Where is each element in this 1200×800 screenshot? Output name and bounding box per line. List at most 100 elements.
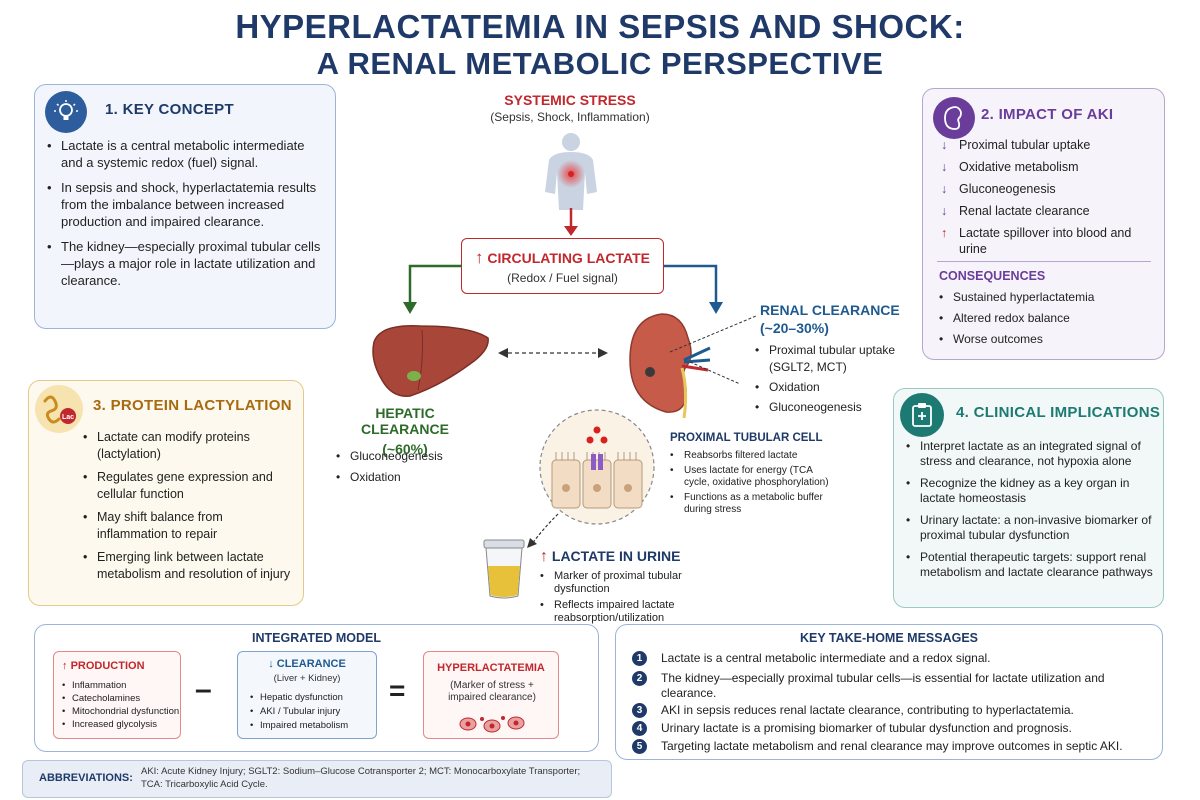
hyperlactatemia-heading: HYPERLACTATEMIA (437, 662, 545, 674)
arrow-down-to-circulating (564, 208, 578, 236)
aki-impact-panel: 2. IMPACT OF AKI ↓ Proximal tubular uptak… (922, 88, 1165, 360)
production-box: ↑ PRODUCTION Inflammation Catecholamines… (53, 651, 181, 739)
urine-heading: LACTATE IN URINE (551, 548, 681, 564)
key-concept-bullet-1: Lactate is a central metabolic intermedi… (47, 137, 327, 171)
clearance-item-1: Hepatic dysfunction (250, 692, 374, 703)
aki-divider (937, 261, 1151, 262)
protein-heading: 3. PROTEIN LACTYLATION (93, 397, 292, 414)
clearance-box: ↓ CLEARANCE (Liver + Kidney) Hepatic dys… (237, 651, 377, 739)
aki-item-1: Proximal tubular uptake (959, 138, 1091, 152)
systemic-stress-heading: SYSTEMIC STRESS (504, 92, 636, 108)
kidney-leader-lines (669, 315, 757, 385)
hepatic-item-2: Oxidation (336, 469, 476, 486)
key-concept-bullet-2: In sepsis and shock, hyperlactatemia res… (47, 179, 327, 230)
abbreviations-line-2: TCA: Tricarboxylic Acid Cycle. (141, 779, 268, 790)
arrow-to-kidney (664, 264, 723, 314)
takehome-text-1: Lactate is a central metabolic intermedi… (661, 651, 991, 665)
clinical-bullet-4: Potential therapeutic targets: support r… (906, 550, 1156, 580)
number-badge: 2 (632, 671, 647, 686)
aki-item-3: Gluconeogenesis (959, 182, 1056, 196)
renal-item-1: Proximal tubular uptake (SGLT2, MCT) (755, 342, 905, 376)
takehome-heading: KEY TAKE-HOME MESSAGES (799, 631, 979, 645)
clinical-bullet-2: Recognize the kidney as a key organ in l… (906, 476, 1156, 506)
consequence-1: Sustained hyperlactatemia (939, 289, 1154, 306)
renal-clearance-heading: RENAL CLEARANCE (760, 302, 900, 318)
clinical-implications-panel: 4. CLINICAL IMPLICATIONS Interpret lacta… (893, 388, 1164, 608)
integrated-heading: INTEGRATED MODEL (252, 631, 381, 645)
key-concept-heading: 1. KEY CONCEPT (105, 101, 234, 118)
up-arrow-icon: ↑ (941, 226, 948, 240)
takehome-text-2: The kidney—especially proximal tubular c… (661, 671, 1105, 700)
urine-item-2: Reflects impaired lactate reabsorption/u… (540, 599, 715, 625)
clinical-heading: 4. CLINICAL IMPLICATIONS (956, 404, 1161, 421)
clinical-bullet-1: Interpret lactate as an integrated signa… (906, 439, 1156, 469)
aki-item-2: Oxidative metabolism (959, 160, 1079, 174)
up-arrow-icon: ↑ (540, 548, 548, 565)
circulating-lactate-heading: CIRCULATING LACTATE (487, 250, 650, 266)
takehome-text-4: Urinary lactate is a promising biomarker… (661, 721, 1072, 735)
production-heading: PRODUCTION (70, 660, 145, 672)
protein-bullet-2: Regulates gene expression and cellular f… (83, 469, 293, 503)
consequences-heading: CONSEQUENCES (939, 269, 1046, 283)
human-body-illustration (545, 133, 597, 210)
protein-bullet-1: Lactate can modify proteins (lactylation… (83, 429, 293, 463)
aki-item-4: Renal lactate clearance (959, 204, 1090, 218)
renal-item-3: Gluconeogenesis (755, 399, 905, 416)
takehome-item: 5 Targeting lactate metabolism and renal… (632, 739, 1131, 754)
lightbulb-icon (45, 91, 87, 133)
integrated-model-panel: INTEGRATED MODEL ↑ PRODUCTION Inflammati… (34, 624, 599, 752)
takehome-item: 3 AKI in sepsis reduces renal lactate cl… (632, 703, 1131, 718)
number-badge: 3 (632, 703, 647, 718)
down-arrow-icon: ↓ (941, 160, 948, 174)
liver-illustration (372, 325, 489, 397)
consequence-3: Worse outcomes (939, 331, 1154, 348)
takehome-item: 1 Lactate is a central metabolic interme… (632, 651, 1131, 666)
ptc-heading: PROXIMAL TUBULAR CELL (670, 432, 823, 444)
blood-cells-icon (459, 716, 525, 733)
down-arrow-icon: ↓ (941, 138, 948, 152)
down-arrow-icon: ↓ (941, 204, 948, 218)
lac-icon-label: Lac (62, 414, 74, 421)
arrow-to-liver (403, 264, 462, 314)
renal-item-2: Oxidation (755, 379, 905, 396)
takehome-item: 2 The kidney—especially proximal tubular… (632, 671, 1131, 701)
arrow-cell-to-urine (527, 513, 559, 548)
hyperlactatemia-box: HYPERLACTATEMIA (Marker of stress + impa… (423, 651, 559, 739)
aki-heading: 2. IMPACT OF AKI (981, 106, 1114, 123)
liver-kidney-exchange-arrow (498, 348, 608, 358)
protein-bullet-3: May shift balance from inflammation to r… (83, 509, 293, 543)
hepatic-item-1: Gluconeogenesis (336, 448, 476, 465)
takehome-panel: KEY TAKE-HOME MESSAGES 1 Lactate is a ce… (615, 624, 1163, 760)
abbreviations-line-1: AKI: Acute Kidney Injury; SGLT2: Sodium–… (141, 766, 581, 777)
kidney-illustration (629, 313, 711, 419)
up-arrow-icon: ↑ (62, 660, 68, 672)
protein-bullet-4: Emerging link between lactate metabolism… (83, 549, 293, 583)
urine-item-1: Marker of proximal tubular dysfunction (540, 570, 715, 596)
clipboard-icon (900, 393, 944, 437)
tubular-cell-illustration (539, 409, 655, 525)
renal-clearance-pct: (~20–30%) (760, 320, 829, 336)
equals-sign: = (389, 675, 406, 706)
number-badge: 4 (632, 721, 647, 736)
production-item-1: Inflammation (62, 680, 180, 691)
abbreviations-bar: ABBREVIATIONS: AKI: Acute Kidney Injury;… (22, 760, 612, 798)
production-item-2: Catecholamines (62, 693, 180, 704)
page-title: HYPERLACTATEMIA IN SEPSIS AND SHOCK: (235, 8, 965, 45)
ptc-item-3: Functions as a metabolic buffer during s… (670, 492, 830, 516)
urine-cup-illustration (483, 539, 525, 599)
down-arrow-icon: ↓ (268, 658, 274, 670)
takehome-item: 4 Urinary lactate is a promising biomark… (632, 721, 1131, 736)
minus-sign: – (195, 673, 212, 706)
clearance-item-3: Impaired metabolism (250, 720, 374, 731)
consequence-2: Altered redox balance (939, 310, 1154, 327)
takehome-text-5: Targeting lactate metabolism and renal c… (661, 739, 1123, 753)
protein-lactylation-panel: Lac 3. PROTEIN LACTYLATION Lactate can m… (28, 380, 304, 606)
protein-icon: Lac (35, 385, 83, 433)
ptc-item-2: Uses lactate for energy (TCA cycle, oxid… (670, 465, 830, 489)
down-arrow-icon: ↓ (941, 182, 948, 196)
production-item-4: Increased glycolysis (62, 719, 180, 730)
clearance-sub: (Liver + Kidney) (273, 673, 341, 684)
up-arrow-icon: ↑ (475, 248, 484, 267)
ptc-item-1: Reabsorbs filtered lactate (670, 450, 830, 462)
circulating-lactate-sub: (Redox / Fuel signal) (507, 271, 618, 285)
